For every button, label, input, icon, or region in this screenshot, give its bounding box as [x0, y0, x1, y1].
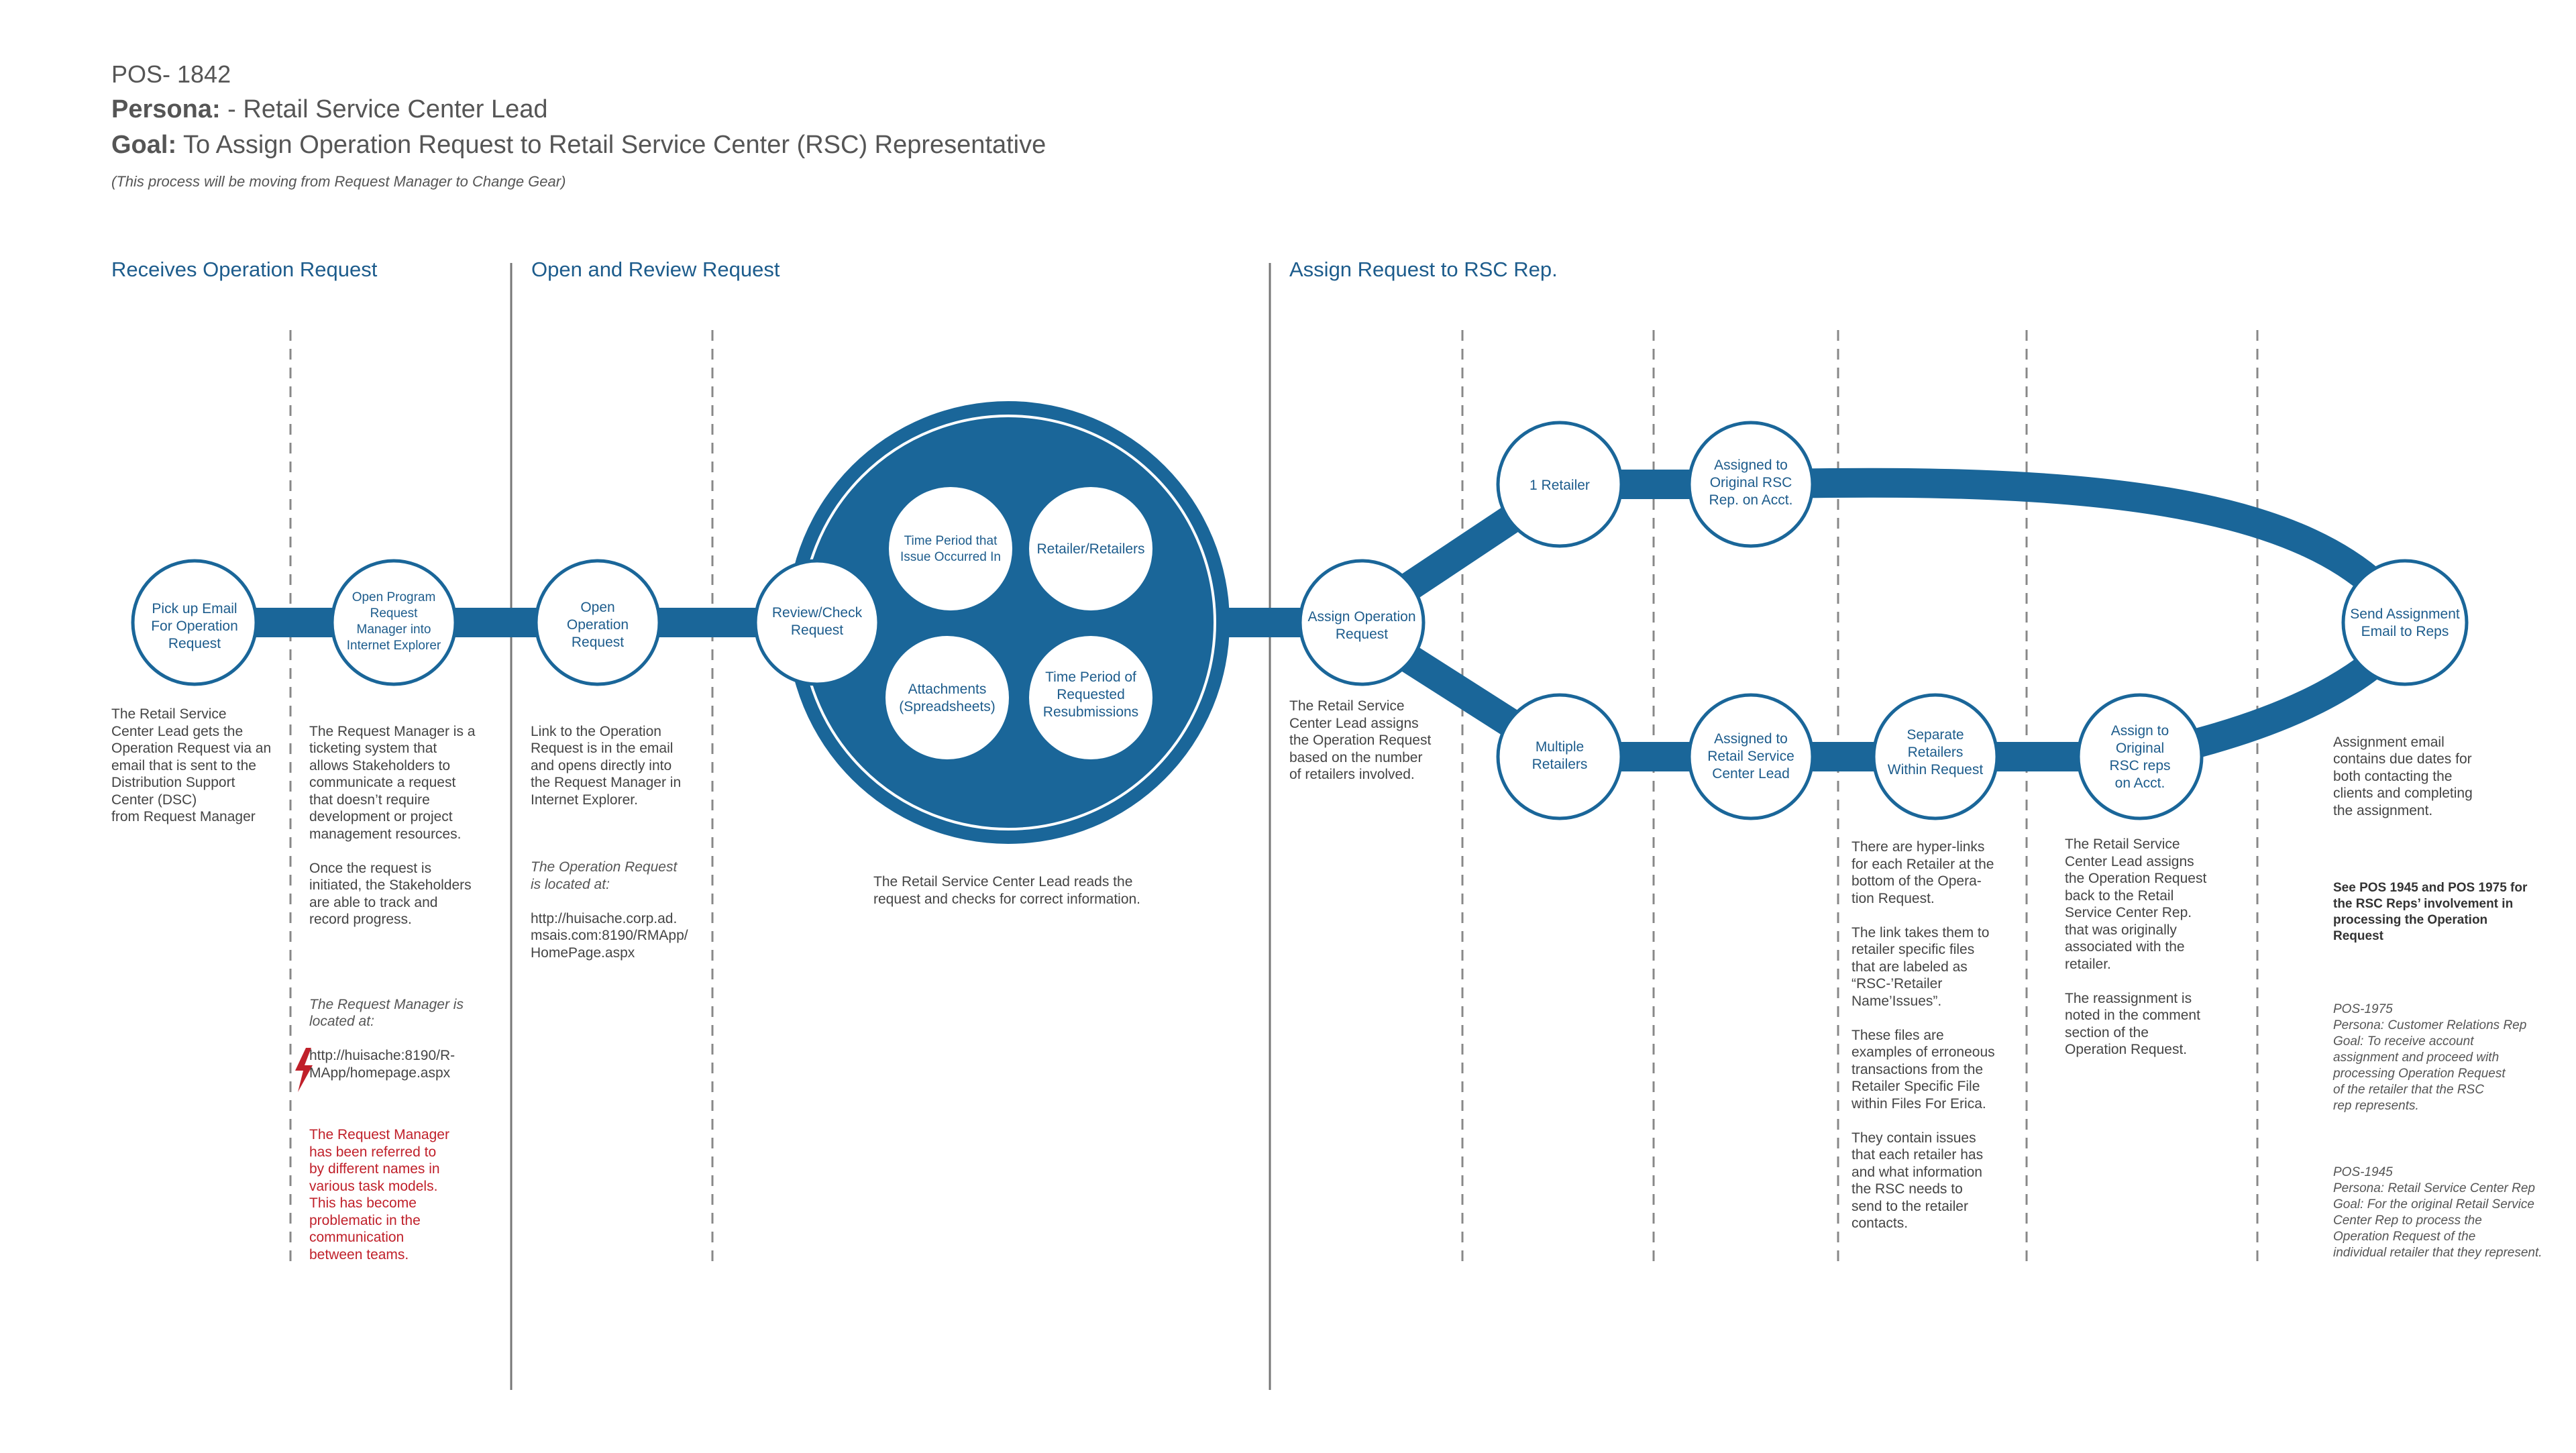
- persona-value: - Retail Service Center Lead: [220, 95, 548, 123]
- desc-pos-1975: POS-1975 Persona: Customer Relations Rep…: [2333, 1002, 2527, 1113]
- desc-bold-note: See POS 1945 and POS 1975 for the RSC Re…: [2333, 881, 2528, 943]
- desc-url: http://huisache.corp.ad. msais.com:8190/…: [531, 910, 688, 961]
- node-assigned-original: [1687, 421, 1815, 548]
- node-assign-request: [1298, 559, 1426, 686]
- desc-hyperlinks: There are hyper-links for each Retailer …: [1851, 839, 1995, 1231]
- node-separate-retailers: [1872, 693, 1999, 820]
- desc-text: The Request Manager is a ticketing syste…: [309, 723, 476, 928]
- desc-review: The Retail Service Center Lead reads the…: [873, 874, 1141, 907]
- node-label: Attachments(Spreadsheets): [899, 682, 996, 714]
- node-time-period: [889, 487, 1012, 610]
- goal-label: Goal:: [111, 131, 177, 159]
- node-pickup-email: [131, 559, 258, 686]
- persona-line: Persona: - Retail Service Center Lead: [111, 95, 548, 124]
- desc-pos-1945: POS-1945 Persona: Retail Service Center …: [2333, 1165, 2542, 1260]
- desc-text: Assignment email contains due dates for …: [2333, 734, 2473, 818]
- phase-assign: Assign Request to RSC Rep.: [1289, 258, 1558, 281]
- node-send-assignment: [2341, 559, 2469, 686]
- desc-assign: The Retail Service Center Lead assigns t…: [1289, 698, 1432, 782]
- page-code: POS- 1842: [111, 60, 231, 88]
- goal-line: Goal: To Assign Operation Request to Ret…: [111, 131, 1046, 160]
- desc-text: Link to the Operation Request is in the …: [531, 723, 682, 808]
- node-multiple-retailers: [1496, 693, 1623, 820]
- node-one-retailer: [1496, 421, 1623, 548]
- desc-italic: The Operation Request is located at:: [531, 859, 678, 892]
- phase-open-review: Open and Review Request: [531, 258, 780, 281]
- node-review-request: [753, 559, 881, 686]
- phase-receives: Receives Operation Request: [111, 258, 378, 281]
- node-resubmissions: [1029, 636, 1152, 759]
- node-attachments: [885, 636, 1009, 759]
- desc-pickup: The Retail Service Center Lead gets the …: [111, 706, 272, 824]
- node-retailers: [1029, 487, 1152, 610]
- desc-url: http://huisache:8190/R- MApp/homepage.as…: [309, 1048, 455, 1081]
- node-label: Retailer/Retailers: [1036, 541, 1144, 557]
- lightning-bolt-icon: [295, 1048, 313, 1092]
- persona-label: Persona:: [111, 95, 221, 123]
- node-label: 1 Retailer: [1529, 478, 1590, 493]
- desc-send: Assignment email contains due dates for …: [2333, 716, 2542, 1279]
- node-open-program: [330, 559, 458, 686]
- desc-request-manager: The Request Manager is a ticketing syste…: [309, 706, 475, 1281]
- node-assign-original: [2076, 693, 2204, 820]
- desc-warning: The Request Manager has been referred to…: [309, 1127, 449, 1262]
- desc-reassign: The Retail Service Center Lead assigns t…: [2065, 837, 2207, 1057]
- node-open-request: [534, 559, 661, 686]
- process-note: (This process will be moving from Reques…: [111, 173, 566, 190]
- desc-italic: The Request Manager is located at:: [309, 996, 464, 1030]
- node-assigned-lead: [1687, 693, 1815, 820]
- goal-value: To Assign Operation Request to Retail Se…: [176, 131, 1046, 159]
- desc-open-request: Link to the Operation Request is in the …: [531, 706, 688, 979]
